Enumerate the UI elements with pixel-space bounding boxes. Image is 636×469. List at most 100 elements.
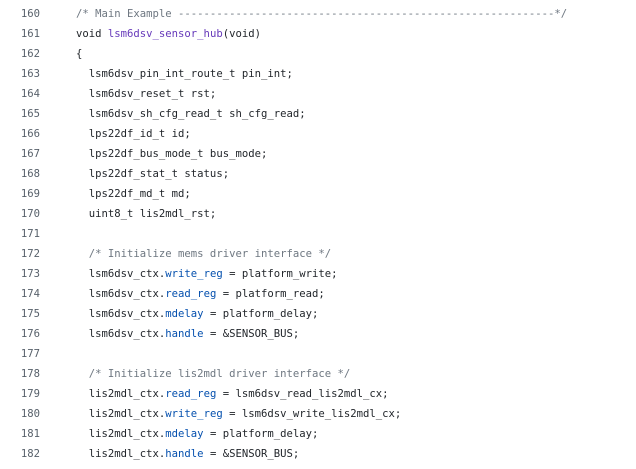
code-text: lis2mdl_ctx.mdelay = platform_delay; (40, 424, 636, 444)
code-token: lis2mdl_ctx. (76, 388, 166, 400)
code-text (40, 224, 636, 244)
code-token: mdelay (165, 428, 204, 440)
code-token: lsm6dsv_ctx. (76, 308, 166, 320)
line-number: 177 (20, 348, 40, 360)
code-line: 171 (0, 224, 636, 244)
code-line: 172 /* Initialize mems driver interface … (0, 244, 636, 264)
code-token: /* Main Example ------------------------… (76, 8, 568, 20)
code-token: lsm6dsv_reset_t rst; (76, 88, 217, 100)
code-token: handle (165, 328, 204, 340)
code-line: 182 lis2mdl_ctx.handle = &SENSOR_BUS; (0, 444, 636, 464)
line-number: 170 (20, 208, 40, 220)
line-number: 162 (20, 48, 40, 60)
line-number: 163 (20, 68, 40, 80)
code-token: write_reg (165, 408, 223, 420)
code-text: lps22df_bus_mode_t bus_mode; (40, 144, 636, 164)
line-number: 165 (20, 108, 40, 120)
code-token: = platform_read; (216, 288, 325, 300)
code-token: = lsm6dsv_read_lis2mdl_cx; (216, 388, 389, 400)
code-token: lsm6dsv_ctx. (76, 328, 166, 340)
code-token: = platform_write; (222, 268, 338, 280)
code-view: 160/* Main Example ---------------------… (0, 4, 636, 464)
line-number: 175 (20, 308, 40, 320)
code-token: read_reg (165, 388, 217, 400)
code-line: 165 lsm6dsv_sh_cfg_read_t sh_cfg_read; (0, 104, 636, 124)
code-text: /* Initialize lis2mdl driver interface *… (40, 364, 636, 384)
code-text (40, 344, 636, 364)
code-token: = platform_delay; (203, 428, 319, 440)
code-token: lsm6dsv_pin_int_route_t pin_int; (76, 68, 293, 80)
line-number: 168 (20, 168, 40, 180)
code-token: (void) (222, 28, 261, 40)
line-number: 166 (20, 128, 40, 140)
code-text: uint8_t lis2mdl_rst; (40, 204, 636, 224)
code-text: void lsm6dsv_sensor_hub(void) (40, 24, 636, 44)
code-token: { (76, 48, 83, 60)
line-number: 180 (20, 408, 40, 420)
code-text: lps22df_stat_t status; (40, 164, 636, 184)
code-text: lsm6dsv_pin_int_route_t pin_int; (40, 64, 636, 84)
code-token: lps22df_id_t id; (76, 128, 191, 140)
code-token: lsm6dsv_ctx. (76, 268, 166, 280)
code-line: 173 lsm6dsv_ctx.write_reg = platform_wri… (0, 264, 636, 284)
code-text: lsm6dsv_ctx.handle = &SENSOR_BUS; (40, 324, 636, 344)
line-number: 169 (20, 188, 40, 200)
code-line: 162 { (0, 44, 636, 64)
code-line: 163 lsm6dsv_pin_int_route_t pin_int; (0, 64, 636, 84)
code-token: read_reg (165, 288, 217, 300)
code-text: lis2mdl_ctx.write_reg = lsm6dsv_write_li… (40, 404, 636, 424)
code-token: = &SENSOR_BUS; (203, 328, 300, 340)
code-line: 175 lsm6dsv_ctx.mdelay = platform_delay; (0, 304, 636, 324)
code-line: 177 (0, 344, 636, 364)
code-token: = &SENSOR_BUS; (203, 448, 300, 460)
line-number: 172 (20, 248, 40, 260)
code-token: uint8_t lis2mdl_rst; (76, 208, 217, 220)
code-text: { (40, 44, 636, 64)
code-token: lis2mdl_ctx. (76, 408, 166, 420)
code-line: 160/* Main Example ---------------------… (0, 4, 636, 24)
code-line: 167 lps22df_bus_mode_t bus_mode; (0, 144, 636, 164)
code-text: lsm6dsv_ctx.read_reg = platform_read; (40, 284, 636, 304)
code-line: 164 lsm6dsv_reset_t rst; (0, 84, 636, 104)
line-number: 181 (20, 428, 40, 440)
code-line: 169 lps22df_md_t md; (0, 184, 636, 204)
code-token: = lsm6dsv_write_lis2mdl_cx; (222, 408, 402, 420)
code-token: write_reg (165, 268, 223, 280)
code-token: /* Initialize mems driver interface */ (76, 248, 332, 260)
line-number: 167 (20, 148, 40, 160)
code-token: lis2mdl_ctx. (76, 448, 166, 460)
code-text: lis2mdl_ctx.read_reg = lsm6dsv_read_lis2… (40, 384, 636, 404)
code-token: lis2mdl_ctx. (76, 428, 166, 440)
code-line: 181 lis2mdl_ctx.mdelay = platform_delay; (0, 424, 636, 444)
code-token: lsm6dsv_ctx. (76, 288, 166, 300)
code-line: 170 uint8_t lis2mdl_rst; (0, 204, 636, 224)
code-line: 178 /* Initialize lis2mdl driver interfa… (0, 364, 636, 384)
code-line: 180 lis2mdl_ctx.write_reg = lsm6dsv_writ… (0, 404, 636, 424)
code-token: lps22df_stat_t status; (76, 168, 230, 180)
code-text: lis2mdl_ctx.handle = &SENSOR_BUS; (40, 444, 636, 464)
code-line: 174 lsm6dsv_ctx.read_reg = platform_read… (0, 284, 636, 304)
code-text: /* Initialize mems driver interface */ (40, 244, 636, 264)
code-token: handle (165, 448, 204, 460)
code-line: 166 lps22df_id_t id; (0, 124, 636, 144)
code-text: lsm6dsv_ctx.mdelay = platform_delay; (40, 304, 636, 324)
code-text: lsm6dsv_sh_cfg_read_t sh_cfg_read; (40, 104, 636, 124)
line-number: 164 (20, 88, 40, 100)
code-text: lps22df_md_t md; (40, 184, 636, 204)
code-line: 179 lis2mdl_ctx.read_reg = lsm6dsv_read_… (0, 384, 636, 404)
code-text: lsm6dsv_reset_t rst; (40, 84, 636, 104)
code-token: = platform_delay; (203, 308, 319, 320)
line-number: 178 (20, 368, 40, 380)
code-token: void (76, 28, 108, 40)
code-text: /* Main Example ------------------------… (40, 4, 636, 24)
line-number: 173 (20, 268, 40, 280)
line-number: 179 (20, 388, 40, 400)
line-number: 182 (20, 448, 40, 460)
code-token: lsm6dsv_sh_cfg_read_t sh_cfg_read; (76, 108, 306, 120)
code-token: /* Initialize lis2mdl driver interface *… (76, 368, 351, 380)
line-number: 174 (20, 288, 40, 300)
code-line: 176 lsm6dsv_ctx.handle = &SENSOR_BUS; (0, 324, 636, 344)
line-number: 171 (20, 228, 40, 240)
code-line: 168 lps22df_stat_t status; (0, 164, 636, 184)
